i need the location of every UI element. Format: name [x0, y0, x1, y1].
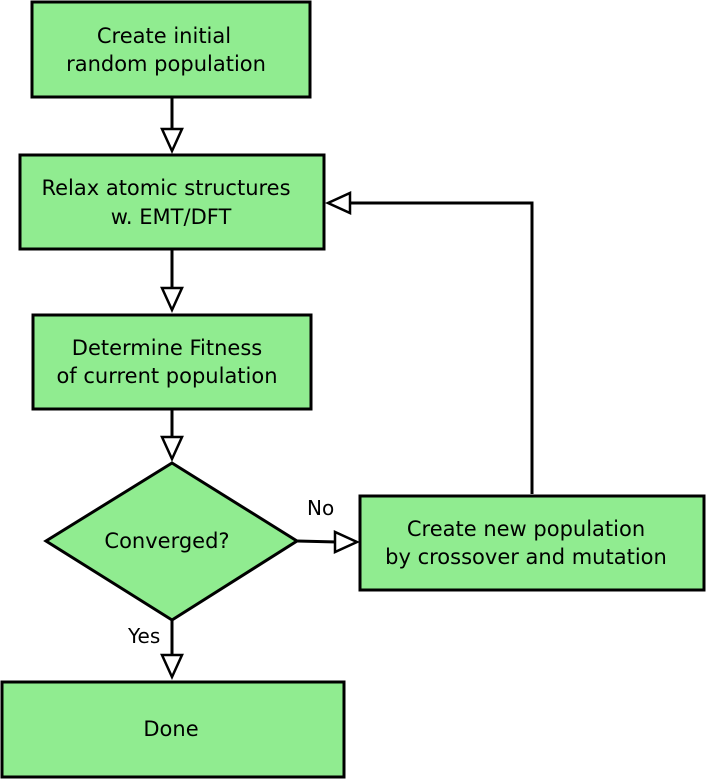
node-init-line2: random population [66, 52, 266, 76]
arrowhead-converged [160, 435, 184, 463]
node-newpop-line2: by crossover and mutation [385, 545, 667, 569]
node-done: Done [0, 680, 346, 779]
node-create-initial-population: Create initial random population [30, 0, 312, 99]
node-fitness-line2: of current population [56, 364, 277, 388]
arrow-converged-to-newpop [296, 539, 338, 544]
arrowhead-relax [160, 127, 184, 155]
node-init-line1: Create initial [97, 24, 231, 48]
node-relax-structures: Relax atomic structures w. EMT/DFT [18, 153, 326, 251]
edge-label-no: No [307, 496, 334, 520]
node-relax-line1: Relax atomic structures [41, 176, 290, 200]
node-converged-label: Converged? [104, 529, 229, 553]
node-create-new-population: Create new population by crossover and m… [358, 494, 706, 592]
node-converged-decision: Converged? [43, 461, 300, 622]
arrowhead-relax-loop [324, 191, 352, 215]
node-determine-fitness: Determine Fitness of current population [31, 313, 313, 411]
node-fitness-line1: Determine Fitness [72, 336, 262, 360]
node-done-label: Done [143, 717, 198, 741]
arrowhead-newpop [333, 530, 361, 554]
arrowhead-fitness [160, 286, 184, 314]
arrow-newpop-to-relax [350, 201, 534, 494]
arrowhead-done [160, 653, 184, 681]
edge-label-yes: Yes [127, 624, 160, 648]
node-newpop-line1: Create new population [407, 517, 645, 541]
node-relax-line2: w. EMT/DFT [111, 205, 232, 229]
